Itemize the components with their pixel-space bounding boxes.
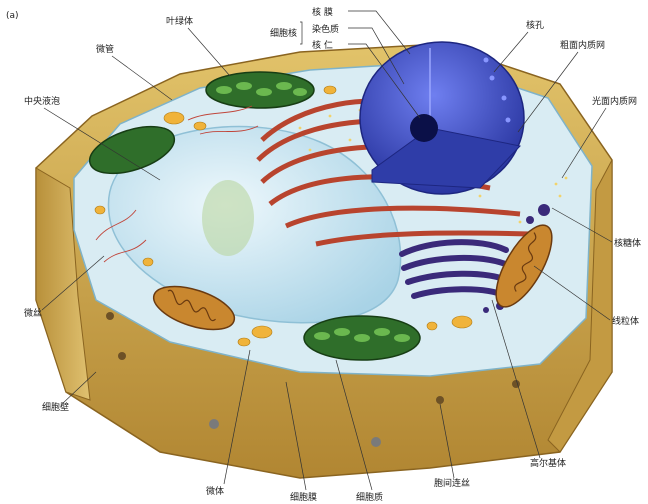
label-nuclear-group: 细胞核 (270, 27, 297, 39)
chloroplast-bottom (304, 316, 420, 360)
panel-letter: (a) (6, 11, 19, 21)
label-chloroplast: 叶绿体 (166, 15, 193, 27)
label-rough-er: 粗面内质网 (560, 39, 605, 51)
label-cytoplasm: 细胞质 (356, 491, 383, 503)
label-ribosome: 核糖体 (614, 237, 641, 249)
label-cell-wall: 细胞壁 (42, 401, 69, 413)
label-microbody: 微体 (206, 485, 224, 497)
label-mitochondrion: 线粒体 (612, 315, 639, 327)
label-central-vacuole: 中央液泡 (24, 95, 60, 107)
label-nuclear-membrane: 核 膜 (312, 6, 333, 18)
label-microtubule: 微管 (96, 43, 114, 55)
label-nucleolus: 核 仁 (312, 39, 333, 51)
label-nuclear-pore: 核孔 (526, 19, 544, 31)
nucleus (360, 42, 524, 194)
chloroplast-top (206, 72, 314, 108)
vacuole-green-patch (202, 180, 254, 256)
label-plasmodesma: 胞间连丝 (434, 477, 470, 489)
label-chromatin: 染色质 (312, 23, 339, 35)
nucleolus (410, 114, 438, 142)
label-cell-membrane: 细胞膜 (290, 491, 317, 503)
label-golgi: 高尔基体 (530, 457, 566, 469)
label-microfilament: 微丝 (24, 307, 42, 319)
label-smooth-er: 光面内质网 (592, 95, 637, 107)
